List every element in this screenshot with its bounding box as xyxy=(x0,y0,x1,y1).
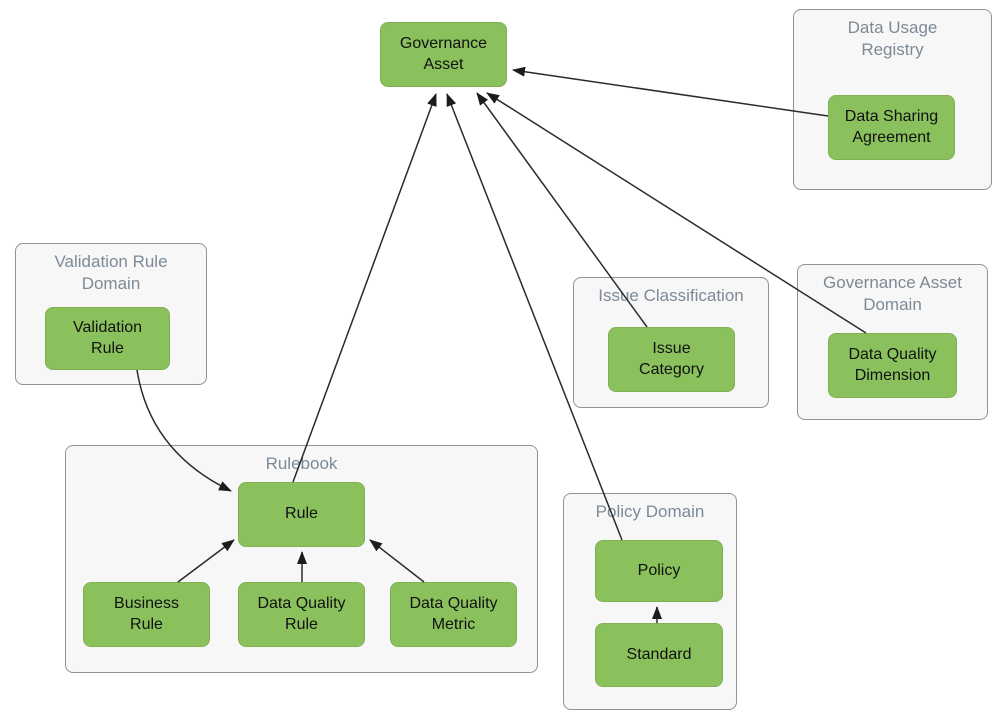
node-issue-category: Issue Category xyxy=(608,327,735,392)
container-title: Rulebook xyxy=(265,454,338,473)
node-rule: Rule xyxy=(238,482,365,547)
container-title: Data Usage Registry xyxy=(847,18,938,60)
node-data-quality-metric: Data Quality Metric xyxy=(390,582,517,647)
node-data-quality-dimension: Data Quality Dimension xyxy=(828,333,957,398)
node-data-sharing-agreement: Data Sharing Agreement xyxy=(828,95,955,160)
container-title: Issue Classification xyxy=(598,286,744,305)
node-policy: Policy xyxy=(595,540,723,602)
node-business-rule: Business Rule xyxy=(83,582,210,647)
node-governance-asset: Governance Asset xyxy=(380,22,507,87)
node-validation-rule: Validation Rule xyxy=(45,307,170,370)
container-title: Validation Rule Domain xyxy=(54,252,168,294)
edge-rule-to-governance-asset xyxy=(292,93,437,483)
node-data-quality-rule: Data Quality Rule xyxy=(238,582,365,647)
container-title: Governance Asset Domain xyxy=(823,273,962,315)
node-standard: Standard xyxy=(595,623,723,687)
container-title: Policy Domain xyxy=(595,502,705,521)
edge-data-sharing-agreement-to-governance-asset xyxy=(512,66,829,117)
